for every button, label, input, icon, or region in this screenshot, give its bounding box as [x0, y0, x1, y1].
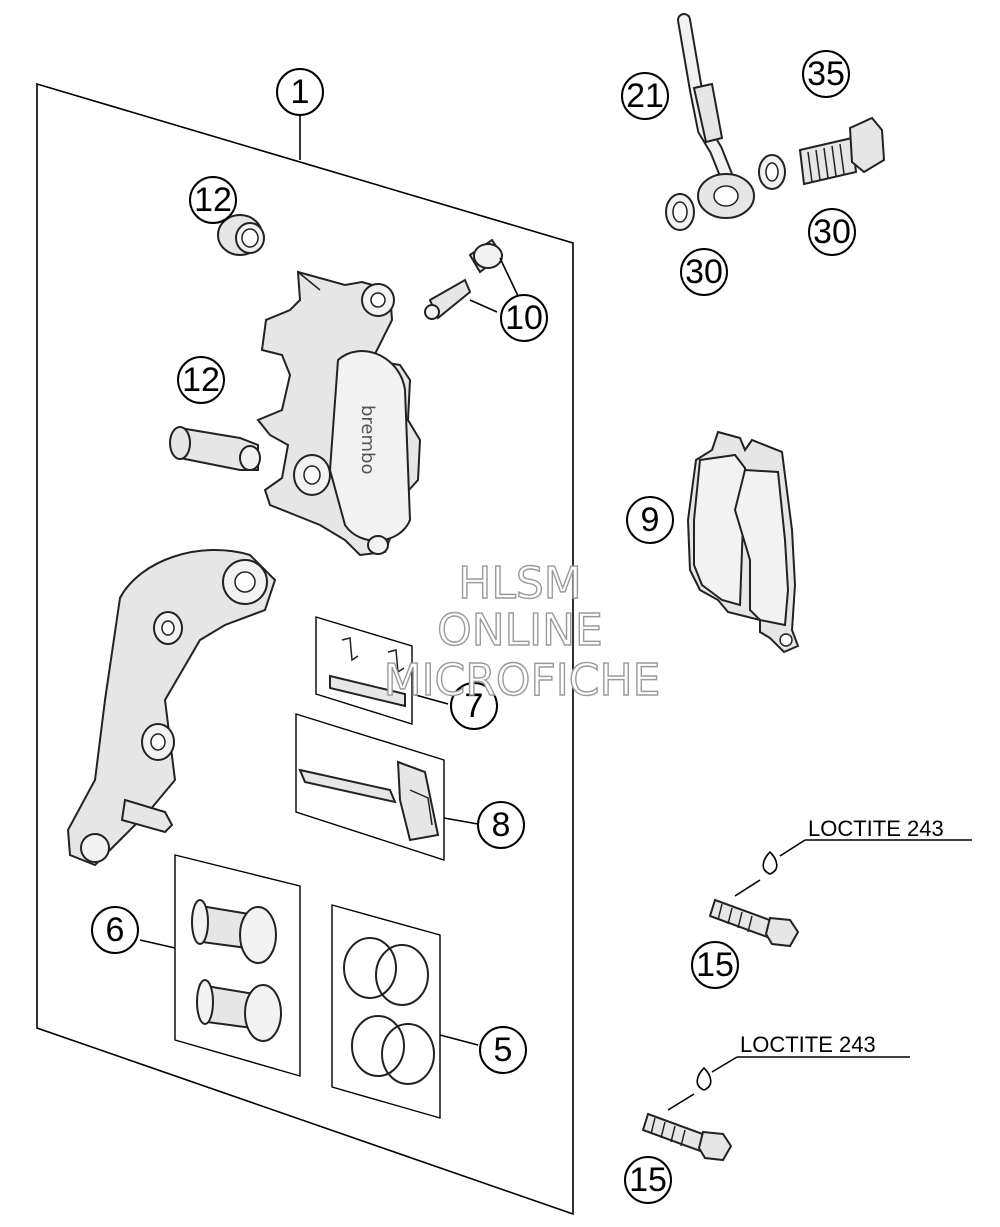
callout-9: 9 — [626, 496, 674, 544]
loctite-lower-label: LOCTITE 243 — [740, 1032, 876, 1057]
brake-pads-part — [686, 430, 800, 654]
callout-15-lower: 15 — [624, 1156, 672, 1204]
brake-line-part — [677, 13, 755, 219]
spring-clip-kit-part — [295, 713, 479, 861]
callout-15-upper: 15 — [691, 941, 739, 989]
callout-7-label: 7 — [465, 687, 484, 725]
pin-kit-part — [315, 616, 449, 725]
callout-21-label: 21 — [626, 77, 664, 115]
callout-12-upper-label: 12 — [194, 181, 232, 219]
callout-7: 7 — [450, 682, 498, 730]
mounting-bolt-lower — [641, 1112, 733, 1162]
sealing-washer-right — [758, 154, 786, 190]
brake-caliper-body: brembo — [256, 270, 422, 557]
assembly-panel — [36, 82, 574, 1216]
callout-1: 1 — [276, 68, 324, 160]
bleed-screw-part — [424, 238, 519, 320]
guide-pin-part — [169, 426, 261, 471]
bushing-part — [217, 214, 265, 256]
callout-21: 21 — [621, 72, 669, 120]
loctite-upper-label: LOCTITE 243 — [808, 816, 944, 841]
callout-6: 6 — [91, 906, 139, 954]
callout-8: 8 — [477, 801, 525, 849]
callout-5: 5 — [479, 1026, 527, 1074]
callout-30-lower: 30 — [680, 248, 728, 296]
mounting-bolt-upper — [708, 898, 800, 948]
callout-15-upper-label: 15 — [696, 946, 734, 984]
callout-12-upper: 12 — [189, 176, 237, 224]
watermark: HLSM ONLINE MICROFICHE — [383, 557, 661, 706]
seal-rings-part — [331, 904, 479, 1119]
loctite-note-upper: LOCTITE 243 — [734, 816, 972, 897]
callout-10-label: 10 — [505, 299, 543, 337]
watermark-line-1: HLSM — [458, 558, 582, 609]
callout-35: 35 — [802, 50, 850, 98]
callout-8-label: 8 — [492, 806, 511, 844]
callout-30-upper: 30 — [808, 208, 856, 256]
callout-5-label: 5 — [494, 1031, 513, 1069]
callout-9-label: 9 — [641, 501, 660, 539]
callout-12-lower: 12 — [177, 356, 225, 404]
callout-1-label: 1 — [291, 73, 310, 111]
caliper-bracket-part — [66, 548, 277, 867]
callout-30-upper-label: 30 — [813, 213, 851, 251]
watermark-line-3: MICROFICHE — [384, 655, 661, 706]
callout-6-label: 6 — [106, 911, 125, 949]
pistons-part — [139, 854, 301, 1077]
sealing-washer-left — [665, 193, 695, 231]
callout-15-lower-label: 15 — [629, 1161, 667, 1199]
callout-10: 10 — [500, 294, 548, 342]
caliper-branding: brembo — [357, 405, 378, 474]
callout-35-label: 35 — [807, 55, 845, 93]
banjo-bolt-part — [798, 116, 886, 186]
callout-12-lower-label: 12 — [182, 361, 220, 399]
loctite-note-lower: LOCTITE 243 — [667, 1032, 910, 1111]
watermark-line-2: ONLINE — [437, 605, 603, 656]
callout-30-lower-label: 30 — [685, 253, 723, 291]
